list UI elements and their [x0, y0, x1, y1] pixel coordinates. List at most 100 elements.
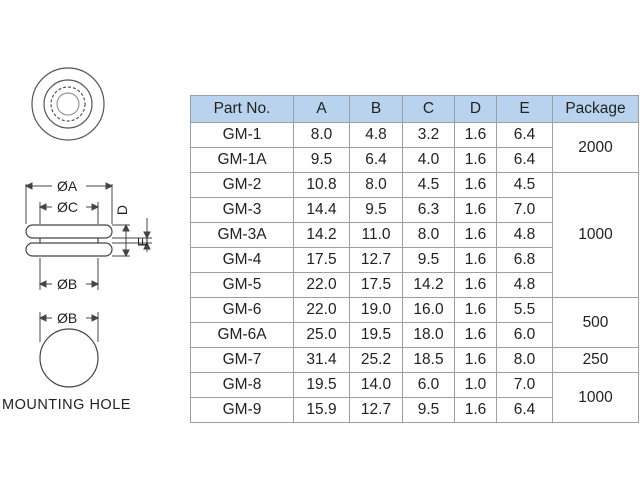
table-row: GM-6 22.0 19.0 16.0 1.6 5.5 500: [190, 297, 639, 348]
cell-b: 19.5: [349, 322, 403, 348]
mounting-hole-label: MOUNTING HOLE: [2, 397, 131, 413]
cell-e: 6.4: [496, 122, 553, 148]
cell-part: GM-1A: [190, 147, 294, 173]
cell-b: 8.0: [349, 172, 403, 198]
cell-a: 14.4: [293, 197, 350, 223]
cell-c: 8.0: [402, 222, 455, 248]
table-row: GM-7 31.4 25.2 18.5 1.6 8.0 250: [190, 347, 639, 373]
cell-part: GM-1: [190, 122, 294, 148]
cell-part: GM-2: [190, 172, 294, 198]
cell-d: 1.6: [454, 397, 497, 423]
cell-b: 11.0: [349, 222, 403, 248]
grommet-side-view: [25, 224, 113, 257]
table-row: GM-9 15.9 12.7 9.5 1.6 6.4: [190, 397, 639, 423]
dia-b-label: ØB: [57, 276, 78, 292]
cell-d: 1.6: [454, 322, 497, 348]
cell-a: 19.5: [293, 372, 350, 398]
cell-d: 1.6: [454, 347, 497, 373]
header-e: E: [496, 95, 553, 123]
table-row: GM-8 19.5 14.0 6.0 1.0 7.0 1000: [190, 372, 639, 423]
header-a: A: [293, 95, 350, 123]
header-c: C: [402, 95, 455, 123]
cell-e: 5.5: [496, 297, 553, 323]
table-row: GM-1A 9.5 6.4 4.0 1.6 6.4: [190, 147, 639, 173]
cell-d: 1.6: [454, 122, 497, 148]
cell-part: GM-6: [190, 297, 294, 323]
dim-d-label: D: [114, 204, 131, 216]
cell-e: 6.8: [496, 247, 553, 273]
cell-package: 500: [552, 297, 639, 348]
cell-a: 10.8: [293, 172, 350, 198]
cell-a: 22.0: [293, 297, 350, 323]
cell-b: 12.7: [349, 247, 403, 273]
table-header-row: Part No. A B C D E Package: [190, 95, 639, 123]
dim-e-label: E: [134, 237, 151, 247]
table-row: GM-6A 25.0 19.5 18.0 1.6 6.0: [190, 322, 639, 348]
cell-e: 4.8: [496, 222, 553, 248]
cell-a: 14.2: [293, 222, 350, 248]
cell-d: 1.6: [454, 147, 497, 173]
cell-b: 19.0: [349, 297, 403, 323]
cell-part: GM-3A: [190, 222, 294, 248]
cell-e: 4.8: [496, 272, 553, 298]
cell-a: 17.5: [293, 247, 350, 273]
cell-c: 16.0: [402, 297, 455, 323]
cell-package: 1000: [552, 172, 639, 298]
dia-a-label: ØA: [57, 178, 78, 194]
cell-a: 9.5: [293, 147, 350, 173]
table-row: GM-4 17.5 12.7 9.5 1.6 6.8: [190, 247, 639, 273]
cell-b: 12.7: [349, 397, 403, 423]
grommet-spec-table: Part No. A B C D E Package GM-1 8.0 4.8 …: [190, 95, 639, 423]
cell-d: 1.6: [454, 247, 497, 273]
cell-d: 1.6: [454, 272, 497, 298]
cell-c: 4.5: [402, 172, 455, 198]
cell-part: GM-5: [190, 272, 294, 298]
cell-e: 7.0: [496, 197, 553, 223]
cell-d: 1.0: [454, 372, 497, 398]
cell-e: 6.4: [496, 147, 553, 173]
cell-b: 17.5: [349, 272, 403, 298]
grommet-diagram-svg: [24, 67, 152, 388]
cell-d: 1.6: [454, 297, 497, 323]
cell-part: GM-9: [190, 397, 294, 423]
cell-b: 9.5: [349, 197, 403, 223]
cell-e: 6.0: [496, 322, 553, 348]
table-row: GM-2 10.8 8.0 4.5 1.6 4.5 1000: [190, 172, 639, 298]
cell-e: 8.0: [496, 347, 553, 373]
cell-b: 14.0: [349, 372, 403, 398]
cell-package: 2000: [552, 122, 639, 173]
cell-c: 18.0: [402, 322, 455, 348]
cell-a: 31.4: [293, 347, 350, 373]
header-b: B: [349, 95, 403, 123]
header-part-no: Part No.: [190, 95, 294, 123]
cell-package: 250: [552, 347, 639, 373]
cell-b: 6.4: [349, 147, 403, 173]
dimension-lines: [24, 182, 152, 342]
table-row: GM-3 14.4 9.5 6.3 1.6 7.0: [190, 197, 639, 223]
cell-part: GM-4: [190, 247, 294, 273]
table-row: GM-1 8.0 4.8 3.2 1.6 6.4 2000: [190, 122, 639, 173]
grommet-drawing: ØA ØC D E ØB ØB MOUNTING HOLE: [0, 0, 180, 485]
cell-part: GM-7: [190, 347, 294, 373]
cell-e: 6.4: [496, 397, 553, 423]
cell-a: 15.9: [293, 397, 350, 423]
cell-part: GM-6A: [190, 322, 294, 348]
cell-a: 8.0: [293, 122, 350, 148]
cell-c: 6.0: [402, 372, 455, 398]
cell-e: 7.0: [496, 372, 553, 398]
header-d: D: [454, 95, 497, 123]
dia-c-label: ØC: [57, 199, 78, 215]
cell-package: 1000: [552, 372, 639, 423]
cell-part: GM-8: [190, 372, 294, 398]
cell-part: GM-3: [190, 197, 294, 223]
cell-c: 3.2: [402, 122, 455, 148]
cell-b: 4.8: [349, 122, 403, 148]
cell-c: 9.5: [402, 397, 455, 423]
cell-c: 18.5: [402, 347, 455, 373]
cell-d: 1.6: [454, 172, 497, 198]
cell-c: 9.5: [402, 247, 455, 273]
cell-b: 25.2: [349, 347, 403, 373]
cell-d: 1.6: [454, 197, 497, 223]
dia-b-hole-label: ØB: [57, 310, 78, 326]
grommet-top-view: [31, 67, 105, 141]
